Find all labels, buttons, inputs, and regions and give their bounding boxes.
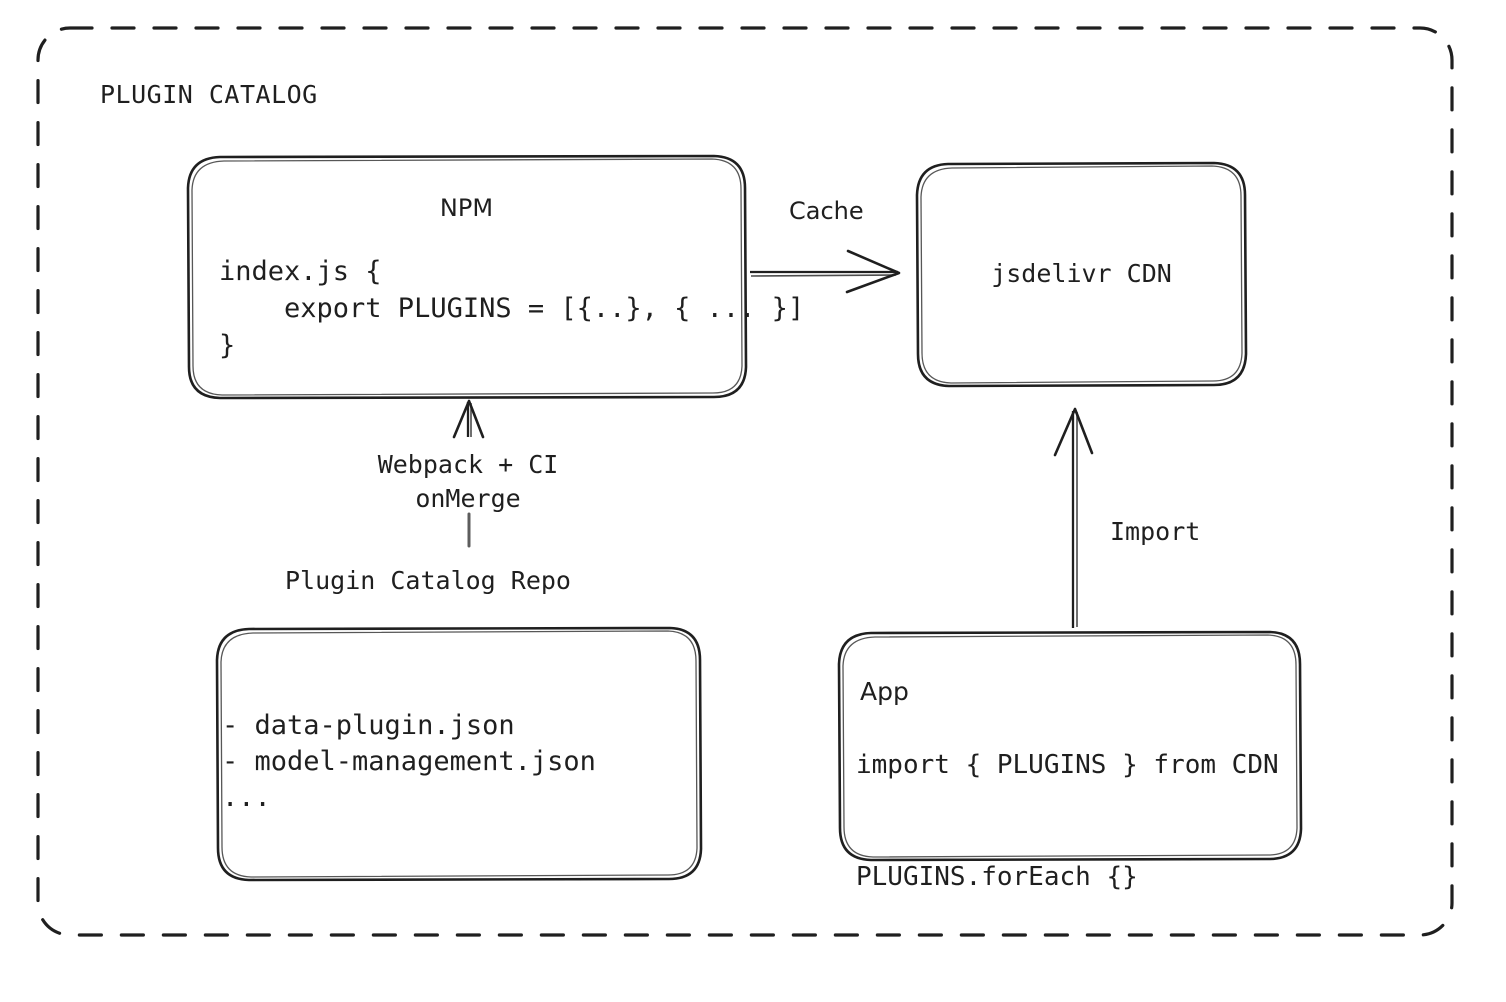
cache-edge-label: Cache (789, 197, 864, 225)
npm-box-code: index.js { export PLUGINS = [{..}, { ...… (219, 256, 805, 361)
npm-box-title: NPM (439, 194, 494, 222)
import-edge-label: Import (1110, 517, 1201, 546)
import-arrow (1053, 407, 1094, 628)
cdn-box-title: jsdelivr CDN (991, 259, 1172, 288)
app-box-code: import { PLUGINS } from CDN PLUGINS.forE… (856, 750, 1279, 892)
app-box-title: App (860, 677, 909, 706)
repo-box-code: - data-plugin.json - model-management.js… (222, 710, 596, 813)
repo-box-label: Plugin Catalog Repo (285, 566, 571, 595)
group-title: PLUGIN CATALOG (100, 80, 318, 109)
build-edge-label: Webpack + CI onMerge (377, 450, 559, 513)
